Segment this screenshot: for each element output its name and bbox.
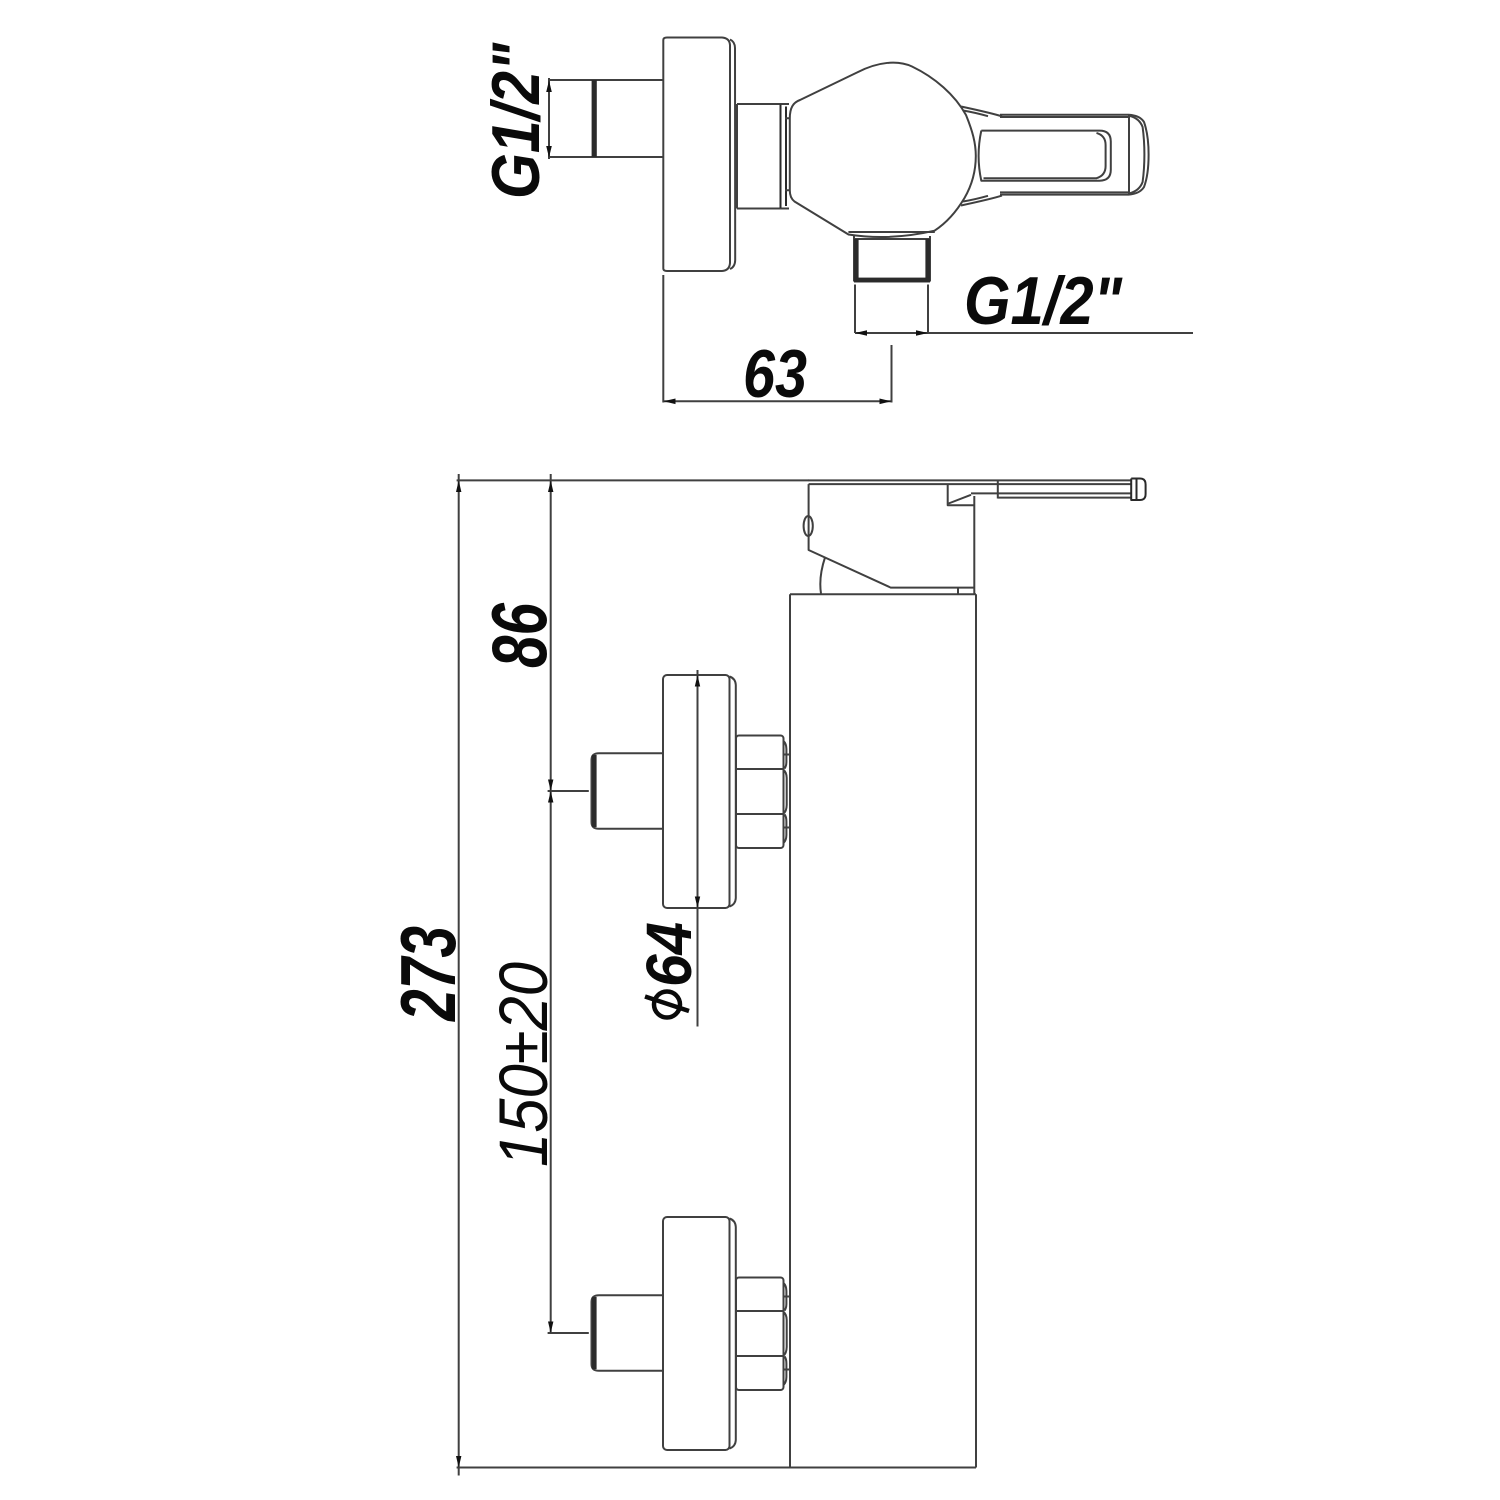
svg-text:64: 64 bbox=[633, 922, 705, 987]
svg-text:86: 86 bbox=[475, 603, 563, 668]
svg-text:273: 273 bbox=[384, 926, 472, 1022]
svg-text:63: 63 bbox=[743, 336, 807, 412]
svg-text:150±20: 150±20 bbox=[485, 962, 562, 1167]
svg-text:G1/2": G1/2" bbox=[964, 263, 1123, 339]
svg-text:G1/2": G1/2" bbox=[478, 42, 554, 199]
